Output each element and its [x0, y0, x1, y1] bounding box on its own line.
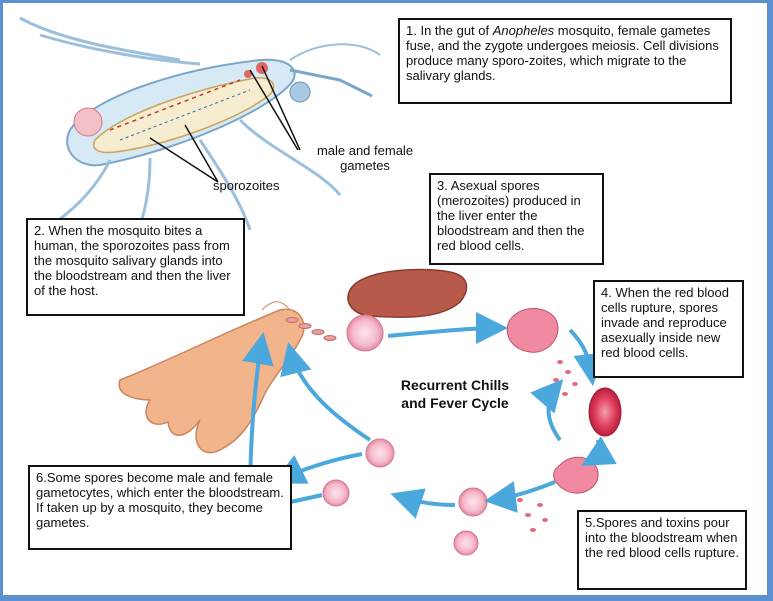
step-2-text: 2. When the mosquito bites a human, the …	[34, 223, 231, 298]
step-2-box: 2. When the mosquito bites a human, the …	[26, 218, 245, 316]
cycle-arrows	[250, 328, 598, 505]
step-5-box: 5.Spores and toxins pour into the bloods…	[577, 510, 747, 590]
gametes-label: male and female gametes	[300, 143, 430, 173]
step-1-text-pre: 1. In the gut of	[406, 23, 493, 38]
liver-drawing	[348, 269, 467, 317]
step-1-text-species: Anopheles	[493, 23, 554, 38]
hand-drawing	[119, 309, 304, 452]
step-6-text: 6.Some spores become male and female gam…	[36, 470, 284, 530]
step-3-box: 3. Asexual spores (merozoites) produced …	[429, 173, 604, 265]
step-5-text: 5.Spores and toxins pour into the bloods…	[585, 515, 739, 560]
cycle-label: Recurrent Chills and Fever Cycle	[400, 376, 510, 412]
step-1-box: 1. In the gut of Anopheles mosquito, fem…	[398, 18, 732, 104]
step-6-box: 6.Some spores become male and female gam…	[28, 465, 292, 550]
step-4-text: 4. When the red blood cells rupture, spo…	[601, 285, 729, 360]
step-4-box: 4. When the red blood cells rupture, spo…	[593, 280, 744, 378]
step-3-text: 3. Asexual spores (merozoites) produced …	[437, 178, 584, 253]
sporozoites-label: sporozoites	[213, 178, 279, 193]
merozoites	[517, 358, 583, 532]
